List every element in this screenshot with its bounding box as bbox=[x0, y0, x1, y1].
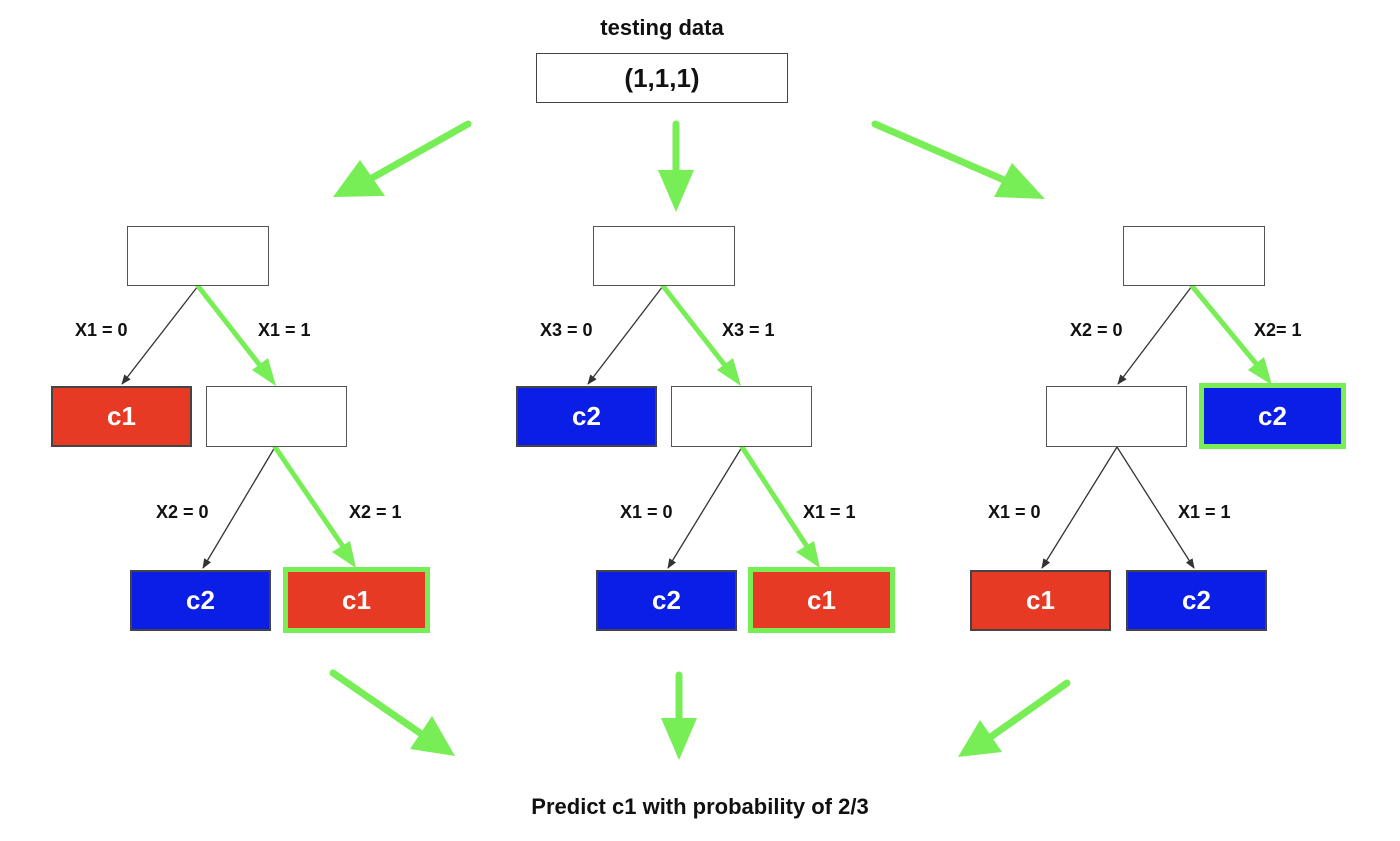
tree-1-root-left-label: X1 = 0 bbox=[75, 320, 128, 340]
testing-data-title: testing data bbox=[600, 15, 724, 40]
flow-arrows-bottom bbox=[329, 669, 1071, 760]
tree-2-inner-right-label: X1 = 1 bbox=[803, 502, 856, 522]
tree-3-leaf-inner-left: c1 bbox=[970, 570, 1111, 631]
tree-3-edges bbox=[1041, 283, 1272, 569]
tree-2-leaf-left: c2 bbox=[516, 386, 657, 447]
tree-1-leaf-inner-right-chosen: c1 bbox=[283, 567, 430, 633]
tree-2-root-right-label: X3 = 1 bbox=[722, 320, 775, 340]
tree-3-leaf-right-chosen: c2 bbox=[1199, 383, 1346, 449]
tree-3-leaf-inner-right: c2 bbox=[1126, 570, 1267, 631]
tree-1-leaf-inner-left: c2 bbox=[130, 570, 271, 631]
tree-3-root-node bbox=[1123, 226, 1265, 286]
tree-2-leaf-inner-right-chosen: c1 bbox=[748, 567, 895, 633]
tree-3-root-left-label: X2 = 0 bbox=[1070, 320, 1123, 340]
tree-1-inner-left-label: X2 = 0 bbox=[156, 502, 209, 522]
tree-2-leaf-inner-left: c2 bbox=[596, 570, 737, 631]
tree-1-root-node bbox=[127, 226, 269, 286]
tree-3-inner-left-label: X1 = 0 bbox=[988, 502, 1041, 522]
tree-2-edges bbox=[587, 283, 820, 569]
tree-1-edges bbox=[121, 283, 356, 569]
tree-2-root-node bbox=[593, 226, 735, 286]
tree-2-inner-node bbox=[671, 386, 812, 447]
testing-sample-box: (1,1,1) bbox=[536, 53, 788, 103]
tree-1-root-right-label: X1 = 1 bbox=[258, 320, 311, 340]
tree-3-root-right-label: X2= 1 bbox=[1254, 320, 1302, 340]
tree-1-inner-node bbox=[206, 386, 347, 447]
tree-3-inner-node bbox=[1046, 386, 1187, 447]
tree-1-leaf-left: c1 bbox=[51, 386, 192, 447]
tree-2-root-left-label: X3 = 0 bbox=[540, 320, 593, 340]
flow-arrows-top bbox=[333, 120, 1045, 212]
tree-1-inner-right-label: X2 = 1 bbox=[349, 502, 402, 522]
prediction-text: Predict c1 with probability of 2/3 bbox=[531, 794, 869, 819]
tree-3-inner-right-label: X1 = 1 bbox=[1178, 502, 1231, 522]
tree-2-inner-left-label: X1 = 0 bbox=[620, 502, 673, 522]
